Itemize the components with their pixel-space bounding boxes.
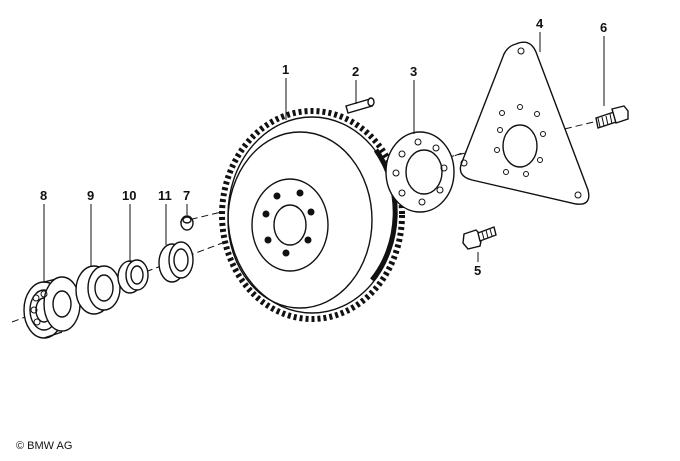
part-2-dowel-pin <box>345 97 375 114</box>
part-1-flywheel <box>219 108 405 322</box>
callout-8: 8 <box>40 188 47 203</box>
callout-4: 4 <box>536 16 544 31</box>
callout-9: 9 <box>87 188 94 203</box>
callout-10: 10 <box>122 188 136 203</box>
part-3-reinforcement-plate <box>385 131 455 213</box>
callout-3: 3 <box>410 64 417 79</box>
part-5-bolt <box>462 226 497 250</box>
callout-leaders <box>43 32 605 283</box>
part-7-dowel <box>180 215 194 231</box>
callout-2: 2 <box>352 64 359 79</box>
callout-6: 6 <box>600 20 607 35</box>
callout-1: 1 <box>282 62 289 77</box>
copyright-text: © BMW AG <box>16 440 73 452</box>
part-11-bushing <box>158 241 194 283</box>
callout-11: 11 <box>158 188 172 203</box>
callout-7: 7 <box>183 188 190 203</box>
part-10-spacer-ring <box>117 259 149 294</box>
part-6-bolt <box>595 105 629 129</box>
callout-5: 5 <box>474 263 481 278</box>
part-8-ball-bearing <box>23 276 81 339</box>
part-9-seal-ring <box>75 265 121 315</box>
part-4-drive-plate <box>459 41 590 205</box>
